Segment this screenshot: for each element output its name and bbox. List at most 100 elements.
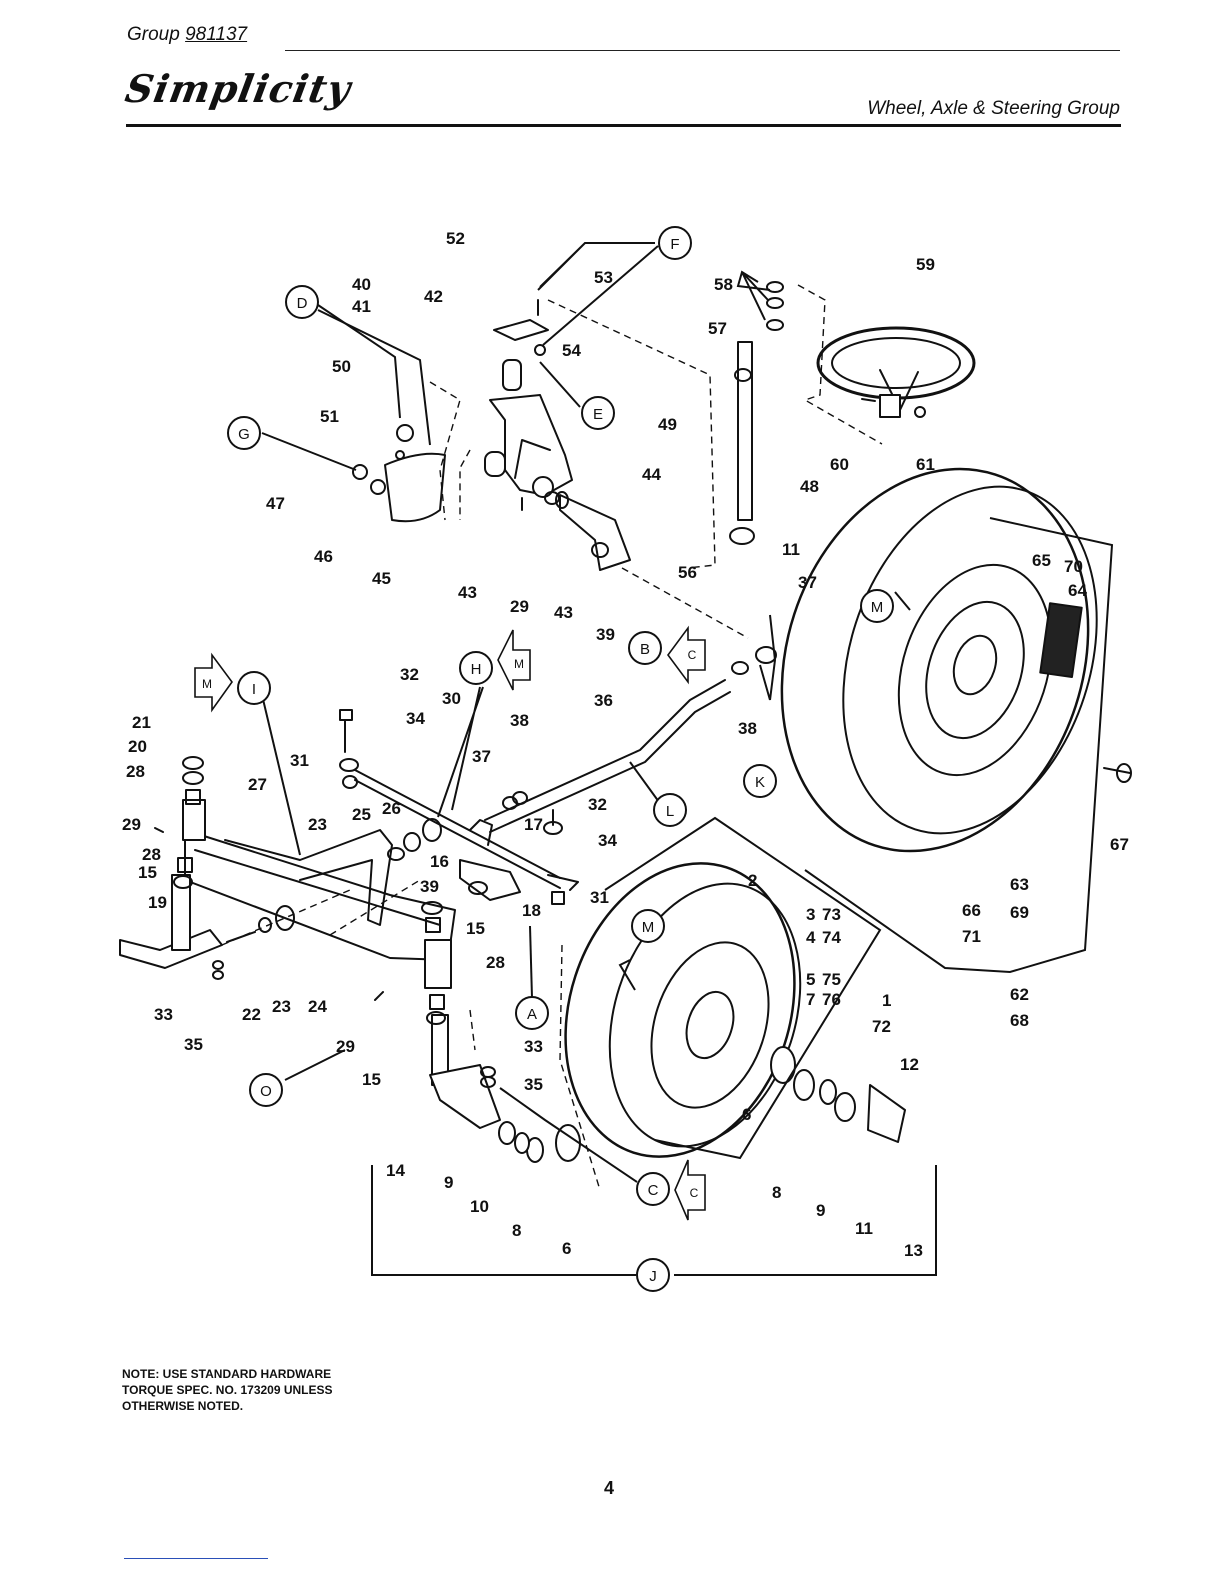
part-5: 5 bbox=[806, 970, 815, 989]
part-37a: 37 bbox=[798, 573, 817, 592]
part-15c: 15 bbox=[362, 1070, 381, 1089]
part-1: 1 bbox=[882, 991, 891, 1010]
axle-cap-13 bbox=[867, 1084, 906, 1143]
front-tire bbox=[564, 862, 796, 1158]
upper-plate-52 bbox=[493, 319, 549, 341]
part-18: 18 bbox=[522, 901, 541, 920]
page-number: 4 bbox=[604, 1478, 615, 1498]
part-38a: 38 bbox=[738, 719, 757, 738]
part-19: 19 bbox=[148, 893, 167, 912]
callout-circle-H bbox=[459, 651, 493, 685]
callout-circle-C bbox=[636, 1172, 670, 1206]
part-2: 2 bbox=[748, 871, 757, 890]
part-53: 53 bbox=[594, 268, 613, 287]
tire-tread-64 bbox=[1039, 602, 1083, 679]
part-49: 49 bbox=[658, 415, 677, 434]
part-27: 27 bbox=[248, 775, 267, 794]
header-rule bbox=[285, 50, 1120, 51]
part-16: 16 bbox=[430, 852, 449, 871]
flag-label-C-lower: C bbox=[690, 1186, 699, 1200]
part-23a: 23 bbox=[308, 815, 327, 834]
part-30: 30 bbox=[442, 689, 461, 708]
flag-C-upper bbox=[667, 625, 706, 685]
part-46: 46 bbox=[314, 547, 333, 566]
part-60: 60 bbox=[830, 455, 849, 474]
flag-label-M-left: M bbox=[202, 677, 212, 691]
callout-M1: M bbox=[642, 919, 655, 936]
part-6a: 6 bbox=[742, 1105, 751, 1124]
exploded-parts-diagram: M C M C A B C D E F G H I J K L M M O bbox=[119, 226, 1132, 1292]
part-33a: 33 bbox=[154, 1005, 173, 1024]
flag-label-C-upper: C bbox=[688, 648, 697, 662]
callout-C: C bbox=[648, 1182, 659, 1199]
part-47: 47 bbox=[266, 494, 285, 513]
part-52: 52 bbox=[446, 229, 465, 248]
pitman-arm-44 bbox=[559, 494, 631, 571]
callout-I: I bbox=[252, 681, 256, 698]
part-15a: 15 bbox=[138, 863, 157, 882]
part-51: 51 bbox=[320, 407, 339, 426]
diagram-linework bbox=[119, 281, 1132, 1163]
callout-circle-J bbox=[636, 1258, 670, 1292]
part-35b: 35 bbox=[524, 1075, 543, 1094]
part-48: 48 bbox=[800, 477, 819, 496]
dashed-assembly-lines bbox=[221, 284, 883, 1191]
part-11a: 11 bbox=[855, 1219, 873, 1238]
part-72: 72 bbox=[872, 1017, 891, 1036]
part-3: 3 bbox=[806, 905, 815, 924]
part-32a: 32 bbox=[400, 665, 419, 684]
part-54: 54 bbox=[562, 341, 581, 360]
part-76: 76 bbox=[822, 990, 841, 1009]
part-15b: 15 bbox=[466, 919, 485, 938]
part-4: 4 bbox=[806, 928, 816, 947]
part-10: 10 bbox=[470, 1197, 489, 1216]
part-70: 70 bbox=[1064, 557, 1083, 576]
part-74: 74 bbox=[822, 928, 841, 947]
part-31a: 31 bbox=[290, 751, 309, 770]
callout-G: G bbox=[238, 426, 250, 443]
part-67: 67 bbox=[1110, 835, 1129, 854]
part-36: 36 bbox=[594, 691, 613, 710]
callout-circles bbox=[227, 226, 894, 1292]
flag-label-M-upper: M bbox=[514, 657, 524, 671]
part-64: 64 bbox=[1068, 581, 1087, 600]
part-50: 50 bbox=[332, 357, 351, 376]
part-22: 22 bbox=[242, 1005, 261, 1024]
part-23b: 23 bbox=[272, 997, 291, 1016]
part-56: 56 bbox=[678, 563, 697, 582]
bracket-1 bbox=[604, 816, 882, 1160]
callout-circle-M2 bbox=[860, 589, 894, 623]
callout-H: H bbox=[471, 661, 482, 678]
part-71: 71 bbox=[962, 927, 981, 946]
part-21: 21 bbox=[132, 713, 151, 732]
part-61: 61 bbox=[916, 455, 935, 474]
callout-M2: M bbox=[871, 599, 884, 616]
callout-F: F bbox=[670, 236, 679, 253]
part-26: 26 bbox=[382, 799, 401, 818]
part-44: 44 bbox=[642, 465, 661, 484]
part-11b: 11 bbox=[782, 540, 800, 559]
callout-circle-G bbox=[227, 416, 261, 450]
spindle-housing-left bbox=[182, 799, 206, 841]
callout-circle-B bbox=[628, 631, 662, 665]
part-29b: 29 bbox=[510, 597, 529, 616]
part-number-labels: 1 2 3 4 5 6 6 7 8 8 9 9 10 11 11 12 13 1… bbox=[122, 229, 1129, 1260]
footer-rule bbox=[124, 1558, 268, 1559]
part-68: 68 bbox=[1010, 1011, 1029, 1030]
part-43a: 43 bbox=[458, 583, 477, 602]
part-66: 66 bbox=[962, 901, 981, 920]
part-33b: 33 bbox=[524, 1037, 543, 1056]
part-17: 17 bbox=[524, 815, 543, 834]
part-39a: 39 bbox=[596, 625, 615, 644]
part-9b: 9 bbox=[444, 1173, 453, 1192]
callout-circle-D bbox=[285, 285, 319, 319]
header-thick-rule bbox=[126, 124, 1121, 127]
part-41: 41 bbox=[352, 297, 371, 316]
part-34b: 34 bbox=[598, 831, 617, 850]
steering-shaft-48 bbox=[737, 341, 753, 521]
part-20: 20 bbox=[128, 737, 147, 756]
callout-letters: A B C D E F G H I J K L M M O bbox=[238, 236, 883, 1285]
callout-circle-A bbox=[515, 996, 549, 1030]
rear-tire-63 bbox=[780, 467, 1090, 853]
part-9a: 9 bbox=[816, 1201, 825, 1220]
